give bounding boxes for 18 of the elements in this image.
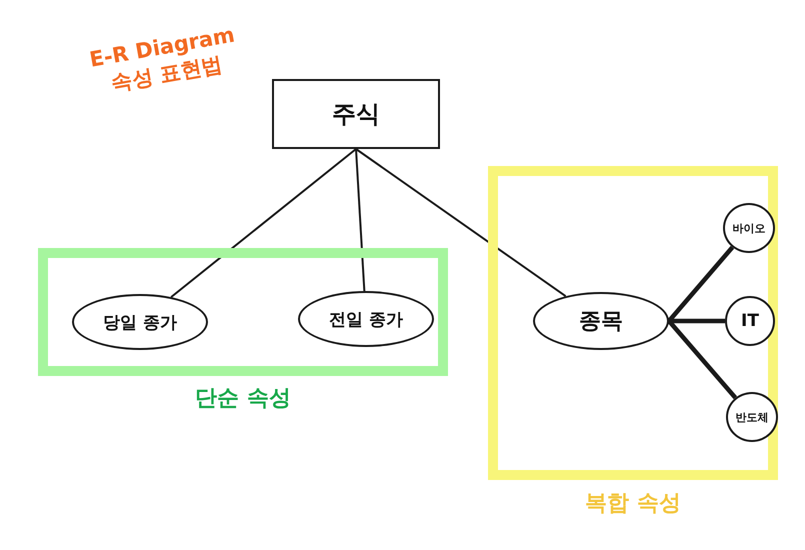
attribute-label: 종목 <box>579 308 623 336</box>
group-label: 단순 속성 <box>194 385 292 413</box>
attribute-label: 전일 종가 <box>329 308 403 330</box>
connector-line <box>355 148 566 298</box>
attribute-label: IT <box>741 311 759 331</box>
attribute-label: 바이오 <box>732 220 766 236</box>
attribute-ellipse <box>725 296 775 346</box>
connector-line <box>355 148 366 292</box>
group-label: 복합 속성 <box>584 490 682 518</box>
attribute-ellipse <box>723 203 775 253</box>
connector-line <box>170 148 357 298</box>
attribute-label: 반도체 <box>736 410 768 424</box>
attribute-ellipse <box>726 392 778 442</box>
entity-label: 주식 <box>332 99 380 130</box>
attribute-label: 당일 종가 <box>103 312 177 334</box>
diagram-title: E-R Diagram 속성 표현법 <box>86 22 238 98</box>
entity-box <box>272 79 440 149</box>
connector-line <box>669 318 725 324</box>
